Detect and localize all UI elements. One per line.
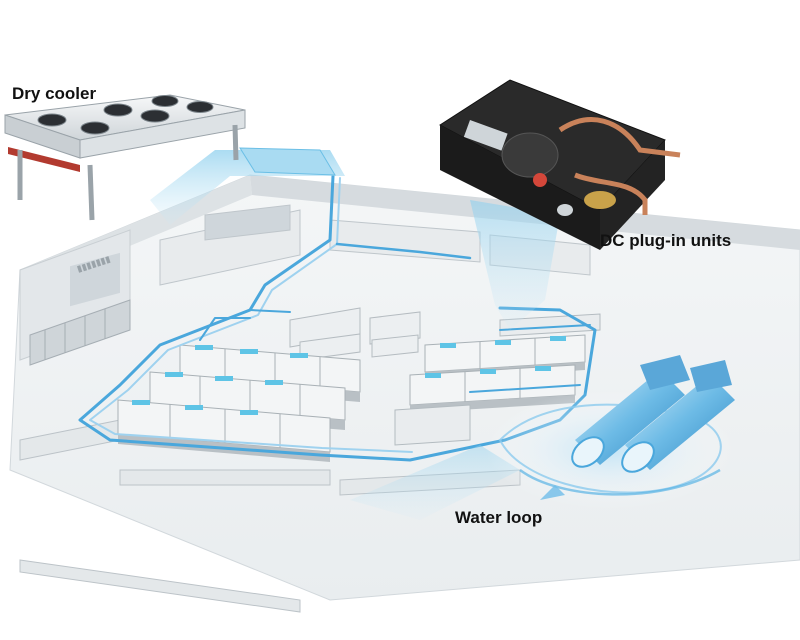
beam-dc-units — [470, 200, 560, 330]
dc-plug-in-unit — [439, 79, 681, 250]
gondola-cluster — [289, 307, 421, 361]
glass-freezer-row-left — [29, 299, 131, 366]
dry-cooler-fans — [37, 95, 214, 135]
pipe-branch-center — [199, 309, 291, 341]
copper-lines — [558, 117, 681, 215]
beam-water-loop — [350, 445, 520, 520]
compressor — [501, 132, 559, 178]
water-loop-label: Water loop — [455, 508, 543, 527]
dry-cooler-label: Dry cooler — [12, 84, 97, 103]
pipe-main-riser — [78, 174, 597, 462]
flow-arrow — [540, 485, 565, 500]
pipe-branch-upper — [335, 242, 472, 260]
water-tubes — [571, 355, 735, 473]
water-loop-piping — [78, 174, 597, 462]
store-floor-plan: ▮▮▮▮▮▮▮ — [9, 174, 800, 613]
dry-cooler-legs — [17, 124, 239, 221]
dry-cooler-unit — [4, 94, 246, 221]
dc-plug-in-units-label: DC plug-in units — [600, 231, 732, 250]
dry-cooler-hatch — [239, 147, 336, 176]
water-splash-icon — [485, 355, 735, 510]
pipe-branch-right — [469, 324, 591, 393]
pipe-return — [89, 177, 413, 453]
